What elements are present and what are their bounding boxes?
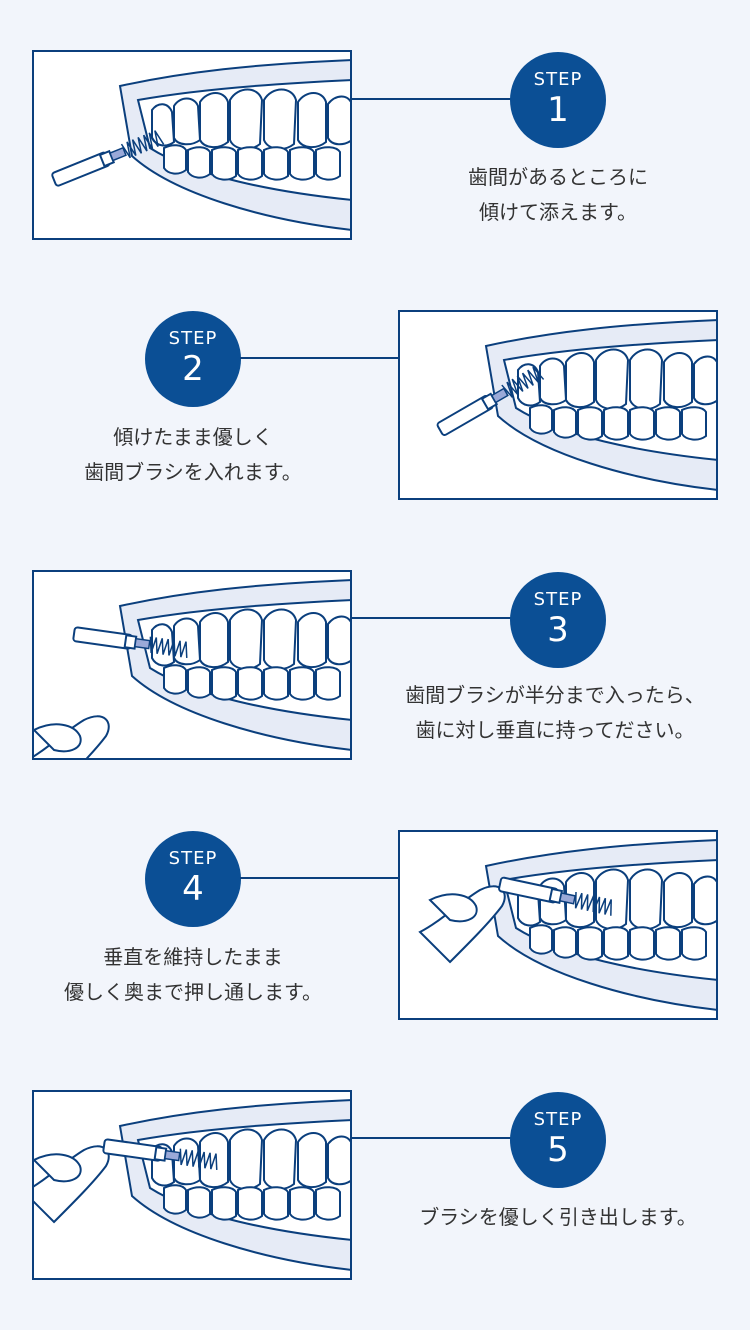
- step-1-caption-line-2: 傾けて添えます。: [479, 200, 637, 224]
- step-3-connector: [352, 617, 514, 619]
- step-5-connector: [352, 1137, 514, 1139]
- step-5-illustration: [32, 1090, 352, 1280]
- step-3-illustration: [32, 570, 352, 760]
- step-4-caption-line-1: 垂直を維持したまま: [103, 945, 283, 969]
- step-2-caption-line-1: 傾けたまま優しく: [113, 425, 273, 449]
- step-5-badge: STEP 5: [510, 1092, 606, 1188]
- step-2-badge: STEP 2: [145, 311, 241, 407]
- step-4-illustration: [398, 830, 718, 1020]
- step-5-caption-line-1: ブラシを優しく引き出します。: [419, 1205, 697, 1229]
- step-3-caption: 歯間ブラシが半分まで入ったら、 歯に対し垂直に持ってださい。: [372, 678, 738, 748]
- step-4-badge: STEP 4: [145, 831, 241, 927]
- step-3-number: 3: [547, 610, 569, 650]
- step-2-connector: [240, 357, 400, 359]
- step-5-label: STEP: [533, 1109, 583, 1130]
- step-2-number: 2: [182, 349, 204, 389]
- step-1-number: 1: [547, 90, 569, 130]
- step-2-label: STEP: [168, 328, 218, 349]
- step-1-label: STEP: [533, 69, 583, 90]
- step-5-caption: ブラシを優しく引き出します。: [380, 1200, 736, 1235]
- step-3-label: STEP: [533, 589, 583, 610]
- step-1-connector: [352, 98, 514, 100]
- step-2-illustration: [398, 310, 718, 500]
- step-4-caption-line-2: 優しく奥まで押し通します。: [64, 980, 322, 1004]
- step-3-badge: STEP 3: [510, 572, 606, 668]
- step-5-number: 5: [547, 1130, 569, 1170]
- step-3-caption-line-1: 歯間ブラシが半分まで入ったら、: [405, 683, 705, 707]
- step-2-caption-line-2: 歯間ブラシを入れます。: [84, 460, 302, 484]
- step-4-caption: 垂直を維持したまま 優しく奥まで押し通します。: [20, 940, 366, 1010]
- step-1-illustration: [32, 50, 352, 240]
- step-4-connector: [240, 877, 400, 879]
- step-1-caption-line-1: 歯間があるところに: [468, 165, 648, 189]
- step-4-label: STEP: [168, 848, 218, 869]
- step-2-caption: 傾けたまま優しく 歯間ブラシを入れます。: [20, 420, 366, 490]
- step-1-caption: 歯間があるところに 傾けて添えます。: [378, 160, 738, 230]
- step-4-number: 4: [182, 869, 204, 909]
- step-3-caption-line-2: 歯に対し垂直に持ってださい。: [415, 718, 695, 742]
- step-1-badge: STEP 1: [510, 52, 606, 148]
